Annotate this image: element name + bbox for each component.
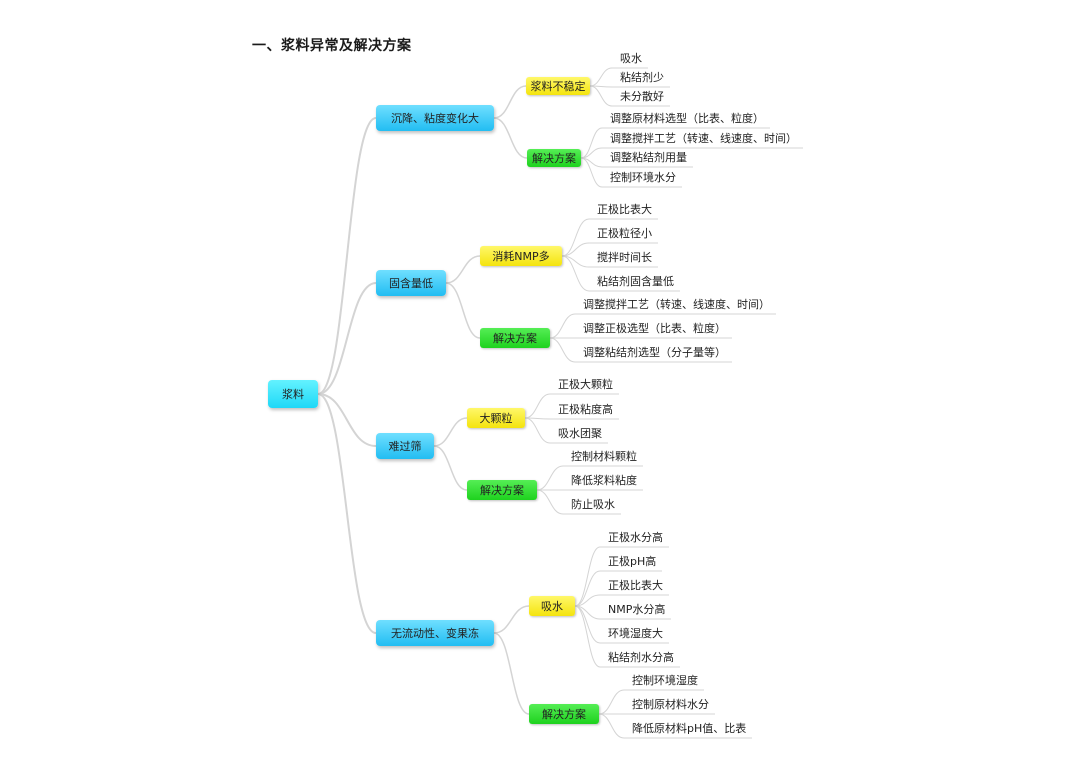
connector-curve [580,127,603,159]
solution-label: 解决方案 [542,708,586,721]
cause-node-water-absorption[interactable]: 吸水 [529,596,575,616]
root-node-label: 浆料 [282,388,304,401]
branch-label: 无流动性、变果冻 [391,627,479,640]
page-title: 一、浆料异常及解决方案 [252,38,412,54]
connector-curve [549,313,576,339]
connector-curve [317,282,377,395]
connector-curve [317,393,377,447]
branch-node-settling[interactable]: 沉降、粘度变化大 [376,105,494,131]
connector-curve [549,337,576,363]
connector-curve [574,605,601,668]
leaf-item: 降低原材料pH值、比表 [632,722,747,735]
connector-curve [561,242,590,257]
leaf-item: 控制环境水分 [610,171,676,184]
solution-label: 解决方案 [480,484,524,497]
cause-node-unstable-slurry[interactable]: 浆料不稳定 [526,77,590,95]
solution-label: 解决方案 [532,152,576,165]
cause-label: 消耗NMP多 [492,250,550,263]
branch-label: 沉降、粘度变化大 [391,112,479,125]
connector-curve [561,255,590,292]
connector-curve [598,689,625,715]
cause-label: 吸水 [541,600,563,613]
leaf-item: 正极粘度高 [558,403,613,416]
connector-curve [589,67,613,87]
cause-node-nmp-consumption[interactable]: 消耗NMP多 [480,246,562,266]
leaf-item: 控制原材料水分 [632,698,709,711]
leaf-item: 调整正极选型（比表、粒度） [583,322,726,335]
connector-curve [536,465,564,491]
connector-curve [493,605,530,634]
leaf-item: 吸水 [620,52,642,65]
leaf-item: 正极pH高 [608,555,657,568]
solution-node-jelly[interactable]: 解决方案 [529,704,599,724]
leaf-item: 调整原材料选型（比表、粒度） [610,112,764,125]
branch-node-hard-to-sieve[interactable]: 难过筛 [376,433,434,459]
solution-node-sieve[interactable]: 解决方案 [467,480,537,500]
connector-curve [317,117,377,395]
connector-curve [589,85,613,107]
leaf-item: 调整搅拌工艺（转速、线速度、时间） [610,132,797,145]
leaf-item: 调整粘结剂用量 [610,151,687,164]
leaf-item: 环境湿度大 [608,627,663,640]
leaf-item: 正极水分高 [608,531,663,544]
connector-curve [445,255,481,284]
cause-node-large-particles[interactable]: 大颗粒 [467,408,525,428]
branch-node-low-solid-content[interactable]: 固含量低 [376,270,446,296]
leaf-item: 调整搅拌工艺（转速、线速度、时间） [583,298,770,311]
connector-curve [524,417,551,444]
leaf-item: 未分散好 [620,90,664,103]
connector-curve [574,546,601,607]
branch-node-jelly[interactable]: 无流动性、变果冻 [376,620,494,646]
connector-curve [317,393,377,634]
leaf-item: 搅拌时间长 [597,251,652,264]
branch-label: 难过筛 [388,440,422,453]
cause-label: 浆料不稳定 [530,80,586,93]
leaf-item: 粘结剂水分高 [608,651,674,664]
leaf-item: 正极大颗粒 [558,378,613,391]
connector-curve [433,417,468,447]
connector-curve [524,393,551,419]
leaf-item: 控制材料颗粒 [571,450,637,463]
root-node[interactable]: 浆料 [268,380,318,408]
connector-curve [445,282,481,339]
solution-node-solid-content[interactable]: 解决方案 [480,328,550,348]
connector-curve [536,489,564,515]
connector-curve [433,445,468,491]
solution-label: 解决方案 [493,332,537,345]
leaf-item: NMP水分高 [608,603,666,616]
leaf-item: 降低浆料粘度 [571,474,637,487]
connector-curve [580,157,603,188]
leaf-item: 粘结剂固含量低 [597,275,674,288]
solution-node-settling[interactable]: 解决方案 [527,149,581,167]
connector-curve [493,85,527,119]
leaf-item: 正极粒径小 [597,227,652,240]
leaf-item: 调整粘结剂选型（分子量等） [583,346,726,359]
leaf-item: 控制环境湿度 [632,674,698,687]
connector-curve [574,594,601,607]
branch-label: 固含量低 [389,277,433,290]
connector-curve [598,713,625,739]
connector-curve [493,117,528,159]
leaf-item: 正极比表大 [608,579,663,592]
leaf-item: 粘结剂少 [620,71,664,84]
connector-curve [574,570,601,607]
leaf-item: 正极比表大 [597,203,652,216]
leaf-item: 吸水团聚 [558,427,602,440]
leaf-item: 防止吸水 [571,498,615,511]
cause-label: 大颗粒 [479,412,513,425]
connector-curve [561,218,590,257]
connector-curve [493,632,530,715]
